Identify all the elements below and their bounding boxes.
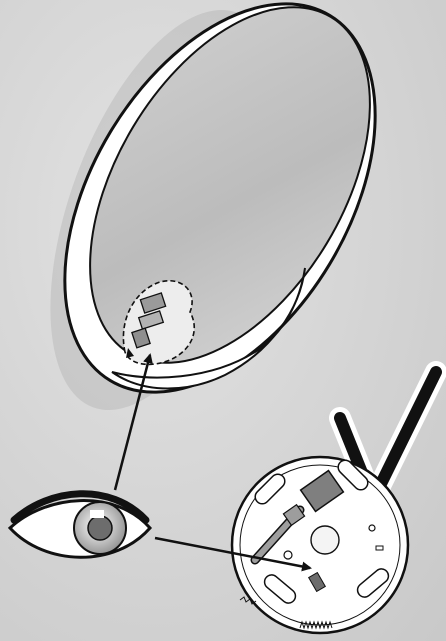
round-mounting-base-icon [232, 457, 408, 633]
base-center-boss [311, 526, 339, 554]
eye-pupil [88, 516, 112, 540]
eye-highlight [90, 510, 104, 518]
